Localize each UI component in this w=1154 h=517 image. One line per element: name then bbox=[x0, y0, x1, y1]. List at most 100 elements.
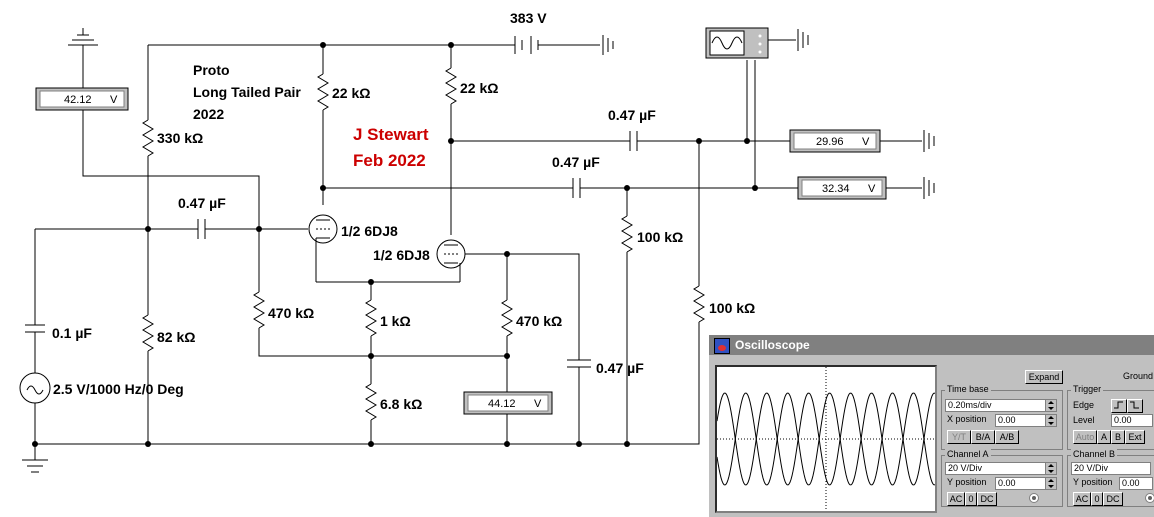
r-tail1-label: 1 kΩ bbox=[380, 313, 411, 329]
xpos-spinner[interactable] bbox=[1045, 414, 1057, 427]
channel-a-ypos-label: Y position bbox=[947, 477, 987, 487]
expand-button[interactable]: Expand bbox=[1025, 370, 1063, 384]
r-grid2-label: 470 kΩ bbox=[516, 313, 562, 329]
tube-2-envelope bbox=[436, 239, 466, 269]
rising-edge-icon bbox=[1114, 401, 1123, 409]
trigger-auto-button[interactable]: Auto bbox=[1073, 430, 1097, 444]
channel-a-zero-button[interactable]: 0 bbox=[965, 492, 977, 506]
resistor-6k8 bbox=[365, 383, 377, 421]
trigger-b-button[interactable]: B bbox=[1111, 430, 1125, 444]
meter-4-unit: V bbox=[534, 398, 542, 410]
supply-label: 383 V bbox=[510, 10, 547, 26]
resistor-82k bbox=[142, 314, 154, 352]
timebase-field[interactable]: 0.20ms/div bbox=[945, 399, 1049, 412]
channel-b-ac-button[interactable]: AC bbox=[1073, 492, 1091, 506]
xpos-field[interactable]: 0.00 bbox=[995, 414, 1049, 427]
tube-1-envelope bbox=[308, 214, 338, 244]
resistor-1k bbox=[365, 299, 377, 337]
oscilloscope-app-icon bbox=[714, 338, 730, 354]
timebase-group bbox=[941, 390, 1063, 450]
mode-yt-button[interactable]: Y/T bbox=[947, 430, 971, 444]
channel-a-scale-spinner[interactable] bbox=[1045, 462, 1057, 475]
trigger-a-button[interactable]: A bbox=[1097, 430, 1111, 444]
meter-3-value: 32.34 bbox=[822, 183, 850, 195]
channel-b-ypos-field[interactable]: 0.00 bbox=[1119, 477, 1153, 490]
oscilloscope-title: Oscilloscope bbox=[735, 338, 810, 352]
title-line2: Long Tailed Pair bbox=[193, 84, 301, 100]
channel-a-radio[interactable] bbox=[1029, 493, 1039, 503]
trigger-label: Trigger bbox=[1071, 384, 1104, 394]
channel-b-radio[interactable] bbox=[1145, 493, 1154, 503]
trigger-ext-button[interactable]: Ext bbox=[1125, 430, 1145, 444]
r-load2-label: 100 kΩ bbox=[709, 300, 755, 316]
c-bypass-label: 0.47 µF bbox=[596, 360, 644, 376]
mode-ba-button[interactable]: B/A bbox=[971, 430, 995, 444]
ac-source bbox=[19, 372, 51, 404]
channel-a-scale-field[interactable]: 20 V/Div bbox=[945, 462, 1049, 475]
meter-2-unit: V bbox=[862, 136, 870, 148]
channel-b-scale-field[interactable]: 20 V/Div bbox=[1071, 462, 1151, 475]
channel-a-ypos-field[interactable]: 0.00 bbox=[995, 477, 1049, 490]
meter-4-value: 44.12 bbox=[488, 398, 516, 410]
date-label: Feb 2022 bbox=[353, 151, 426, 170]
tube2-label: 1/2 6DJ8 bbox=[373, 247, 430, 263]
level-label: Level bbox=[1073, 415, 1095, 425]
meter-1-unit: V bbox=[110, 94, 118, 106]
timebase-spinner[interactable] bbox=[1045, 399, 1057, 412]
falling-edge-icon bbox=[1130, 401, 1139, 409]
channel-a-dc-button[interactable]: DC bbox=[977, 492, 997, 506]
r-tail2-label: 6.8 kΩ bbox=[380, 396, 422, 412]
trace-channel-b bbox=[716, 392, 936, 486]
xpos-label: X position bbox=[947, 414, 987, 424]
c-out1-label: 0.47 µF bbox=[608, 107, 656, 123]
edge-label: Edge bbox=[1073, 400, 1095, 410]
resistor-330k bbox=[142, 119, 154, 157]
scope-trace bbox=[716, 367, 936, 511]
title-line3: 2022 bbox=[193, 106, 224, 122]
ground-label: Ground bbox=[1123, 371, 1154, 381]
resistor-100k-b bbox=[693, 285, 705, 323]
channel-b-zero-button[interactable]: 0 bbox=[1091, 492, 1103, 506]
voltmeter-1: 42.12 V bbox=[35, 87, 129, 111]
channel-a-ac-button[interactable]: AC bbox=[947, 492, 965, 506]
mode-ab-button[interactable]: A/B bbox=[995, 430, 1019, 444]
channel-a-group bbox=[941, 455, 1063, 507]
voltmeter-3: 32.34 V bbox=[797, 176, 887, 200]
junction-dots bbox=[32, 42, 758, 447]
voltmeter-2: 29.96 V bbox=[789, 129, 881, 153]
channel-b-label: Channel B bbox=[1071, 449, 1118, 459]
c-in-label: 0.47 µF bbox=[178, 195, 226, 211]
edge-falling-button[interactable] bbox=[1127, 399, 1143, 413]
r-grid1-label: 470 kΩ bbox=[268, 305, 314, 321]
oscilloscope-window: Oscilloscope Expand Ground Time base 0.2… bbox=[707, 333, 1154, 517]
r-plate-left-label: 22 kΩ bbox=[332, 85, 370, 101]
r-plate-right-label: 22 kΩ bbox=[460, 80, 498, 96]
c-source-label: 0.1 µF bbox=[52, 325, 92, 341]
oscilloscope-icon bbox=[705, 27, 769, 59]
author-label: J Stewart bbox=[353, 125, 429, 144]
tube1-label: 1/2 6DJ8 bbox=[341, 223, 398, 239]
resistor-22k-left bbox=[317, 73, 329, 111]
meter-2-value: 29.96 bbox=[816, 136, 844, 148]
resistor-470k-left bbox=[253, 291, 265, 329]
scope-screen bbox=[715, 365, 937, 513]
resistor-22k-right bbox=[445, 67, 457, 105]
edge-rising-button[interactable] bbox=[1111, 399, 1127, 413]
channel-a-ypos-spinner[interactable] bbox=[1045, 477, 1057, 490]
trace-channel-a bbox=[716, 392, 936, 486]
level-field[interactable]: 0.00 bbox=[1111, 414, 1153, 427]
meter-3-unit: V bbox=[868, 183, 876, 195]
resistor-100k-a bbox=[621, 215, 633, 253]
source-label: 2.5 V/1000 Hz/0 Deg bbox=[53, 381, 184, 397]
timebase-label: Time base bbox=[945, 384, 991, 394]
resistor-470k-right bbox=[501, 299, 513, 337]
channel-b-dc-button[interactable]: DC bbox=[1103, 492, 1123, 506]
channel-a-label: Channel A bbox=[945, 449, 991, 459]
oscilloscope-titlebar[interactable]: Oscilloscope bbox=[709, 335, 1154, 355]
r-bias-bottom-label: 82 kΩ bbox=[157, 329, 195, 345]
voltmeter-4: 44.12 V bbox=[463, 391, 553, 415]
c-out2-label: 0.47 µF bbox=[552, 154, 600, 170]
r-load1-label: 100 kΩ bbox=[637, 229, 683, 245]
channel-b-ypos-label: Y position bbox=[1073, 477, 1113, 487]
